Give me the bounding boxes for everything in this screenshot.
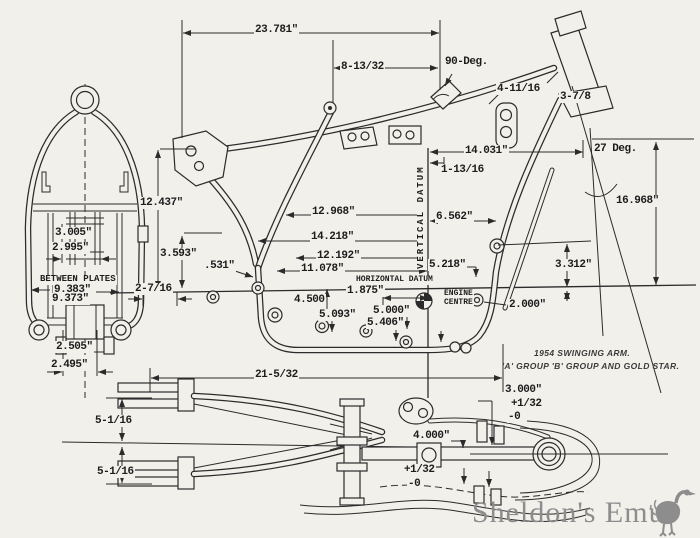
arm-half-width-lower: 5-1/16 — [96, 466, 135, 479]
pivot-tol-plus: +1/32 — [403, 464, 436, 477]
rear-top-width-min: 2.995" — [51, 242, 90, 255]
spindle-tol-minus: -0 — [507, 411, 522, 424]
dim-head-upper: 4-11/16 — [496, 83, 541, 96]
spindle-width: 3.000" — [504, 384, 543, 397]
arm-half-width-upper: 5-1/16 — [94, 415, 133, 428]
pivot-tol-minus: -0 — [407, 478, 422, 491]
dim-rear-height: 12.437" — [139, 197, 184, 210]
dim-datum-offset: 1-13/16 — [440, 164, 485, 177]
vertical-datum-label: VERTICAL DATUM — [416, 164, 427, 270]
emu-icon — [650, 489, 696, 537]
horizontal-datum-label: HORIZONTAL DATUM — [355, 275, 434, 285]
dim-datum-to-head: 14.031" — [464, 145, 509, 158]
between-plates-label: BETWEEN PLATES — [39, 274, 117, 285]
dim-12192: 12.192" — [316, 250, 361, 263]
rear-bottom-width-max: 2.505" — [55, 341, 94, 354]
dim-11078: 11.078" — [300, 263, 345, 276]
dim-14218: 14.218" — [310, 231, 355, 244]
spindle-tol-plus: +1/32 — [510, 398, 543, 411]
dim-5406: 5.406" — [366, 317, 405, 330]
dim-5093: 5.093" — [318, 309, 357, 322]
dim-6562: 6.562" — [435, 211, 474, 224]
engine-centre-label-2: CENTRE — [443, 298, 474, 308]
dim-head-height: 16.968" — [615, 195, 660, 208]
swingarm-side-view — [299, 397, 668, 522]
side-view-drawing — [109, 10, 697, 398]
pivot-width: 4.000" — [412, 430, 451, 443]
dim-5218: 5.218" — [428, 259, 467, 272]
engine-centre-label-1: ENGINE — [443, 289, 474, 299]
drawing-note-line1: 1954 SWINGING ARM. — [534, 348, 631, 358]
dim-rear-gap: 2-7/16 — [134, 283, 173, 296]
watermark-text: Sheldon's Emu — [472, 496, 665, 529]
arm-length: 21-5/32 — [254, 369, 299, 382]
swingarm-top-view — [61, 344, 504, 506]
dim-top-length: 23.781" — [254, 24, 299, 37]
dim-3593: 3.593" — [159, 248, 198, 261]
dim-3312: 3.312" — [554, 259, 593, 272]
dim-top-angle: 90-Deg. — [444, 56, 489, 69]
dim-saddle-offset: 8-13/32 — [340, 61, 385, 74]
dim-rake-angle: 27 Deg. — [593, 143, 638, 156]
dim-1875: 1.875" — [346, 285, 385, 298]
dim-12968: 12.968" — [311, 206, 356, 219]
rear-view-drawing — [24, 84, 149, 398]
rear-bottom-width-min: 2.495" — [50, 359, 89, 372]
dim-531: .531" — [203, 260, 236, 273]
dim-2000: 2.000" — [508, 299, 547, 312]
rear-top-width-max: 3.005" — [54, 227, 93, 240]
dim-head-across: 3-7/8 — [559, 91, 592, 104]
dim-5000: 5.000" — [372, 305, 411, 318]
drawing-note-line2: 'A' GROUP 'B' GROUP AND GOLD STAR. — [502, 361, 680, 371]
dim-4500: 4.500 — [293, 294, 326, 307]
between-plates-min: 9.373" — [51, 293, 90, 306]
